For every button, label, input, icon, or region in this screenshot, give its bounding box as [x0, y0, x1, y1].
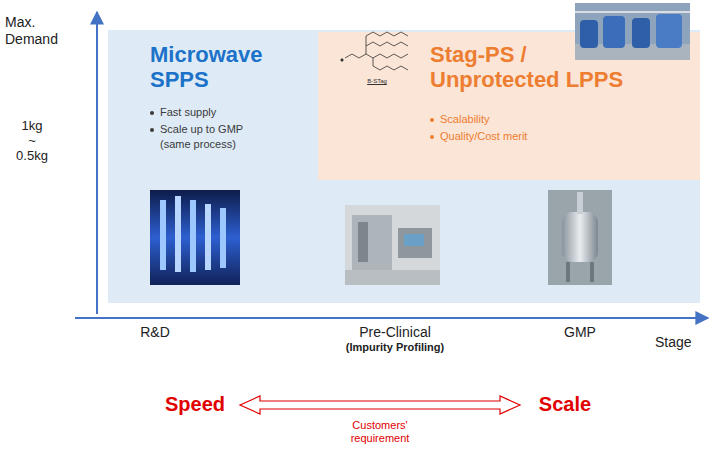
requirement-end: Scale — [525, 392, 605, 416]
axis-value: 0.5kg — [7, 148, 57, 164]
stage-note: (Impurity Profiling) — [315, 341, 475, 354]
lab-photo — [345, 205, 440, 285]
bullet-item: Fast supply — [160, 105, 310, 120]
requirement-label: Customers' requirement — [335, 419, 425, 445]
reactor-photo — [548, 190, 612, 285]
stage-label: Pre-Clinical — [315, 324, 475, 341]
stage-label: R&D — [115, 324, 195, 341]
bullet-item: Scale up to GMP (same process) — [160, 122, 272, 152]
axis-title: Max. Demand — [5, 14, 85, 48]
requirement-end: Speed — [155, 392, 235, 416]
band-title: Stag-PS / Unprotected LPPS — [430, 42, 635, 92]
bullet-item: Scalability — [440, 112, 590, 127]
double-arrow — [240, 396, 520, 414]
axis-value: 1kg — [7, 118, 57, 134]
band-title: Microwave SPPS — [150, 42, 280, 92]
axis-value: ~ — [7, 133, 57, 149]
axis-title: Stage — [655, 334, 711, 351]
chemical-structure — [341, 32, 408, 70]
bullet-item: Quality/Cost merit — [440, 129, 590, 144]
microwave-photo — [150, 190, 240, 285]
x-axis — [75, 317, 708, 319]
factory-photo — [575, 3, 690, 60]
stage-label: GMP — [540, 324, 620, 341]
y-axis — [96, 12, 98, 314]
structure-label: B-STag — [355, 78, 399, 85]
